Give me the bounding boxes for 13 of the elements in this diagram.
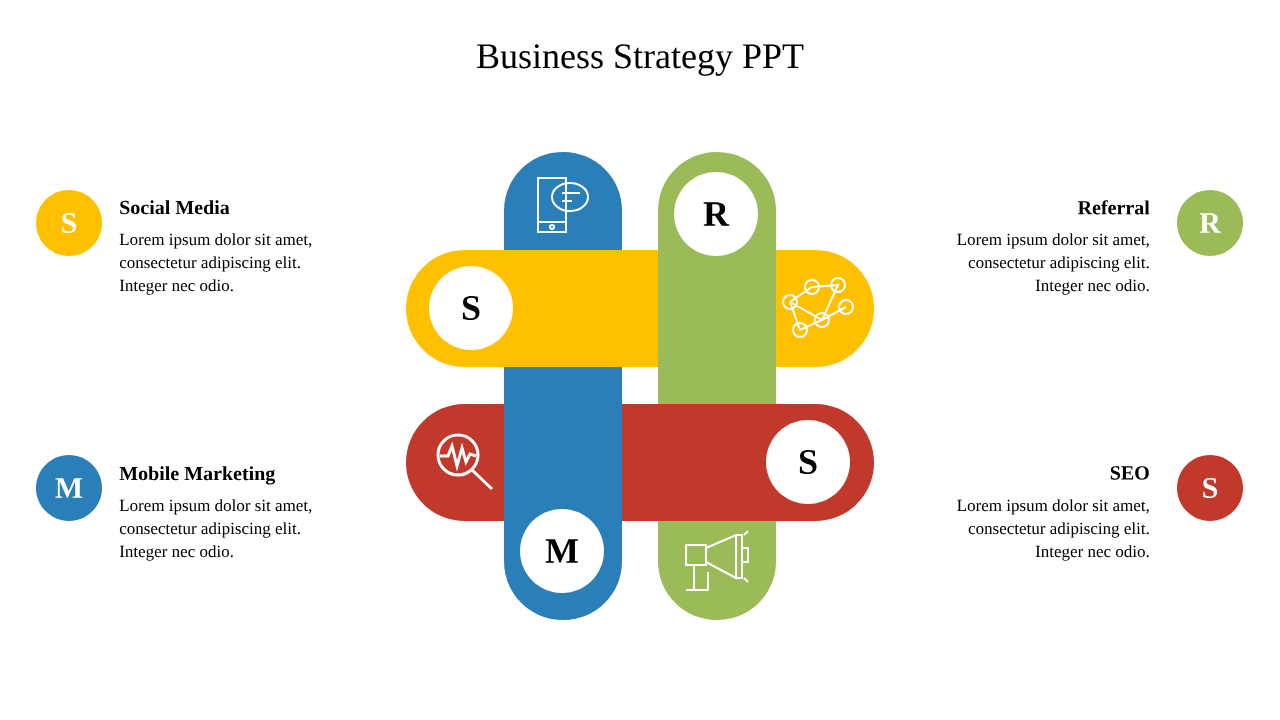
letter-badge: R bbox=[1177, 190, 1243, 256]
body-text: Lorem ipsum dolor sit amet, consectetur adipiscing elit. Integer nec odio. bbox=[119, 499, 312, 561]
letter-badge: S bbox=[1177, 455, 1243, 521]
body-text: Lorem ipsum dolor sit amet, consectetur adipiscing elit. Integer nec odio. bbox=[957, 233, 1149, 295]
title: Business Strategy PPT bbox=[477, 44, 804, 76]
body-text: Lorem ipsum dolor sit amet, consectetur adipiscing elit. Integer nec odio. bbox=[957, 499, 1149, 561]
heading: Referral bbox=[1078, 200, 1150, 215]
letter-badge: M bbox=[36, 455, 102, 521]
heading: Social Media bbox=[120, 200, 230, 215]
heading: SEO bbox=[1110, 466, 1149, 480]
body-text: Lorem ipsum dolor sit amet, consectetur adipiscing elit. Integer nec odio. bbox=[119, 233, 312, 295]
letter-badge: S bbox=[36, 190, 102, 256]
heading: Mobile Marketing bbox=[119, 466, 276, 485]
